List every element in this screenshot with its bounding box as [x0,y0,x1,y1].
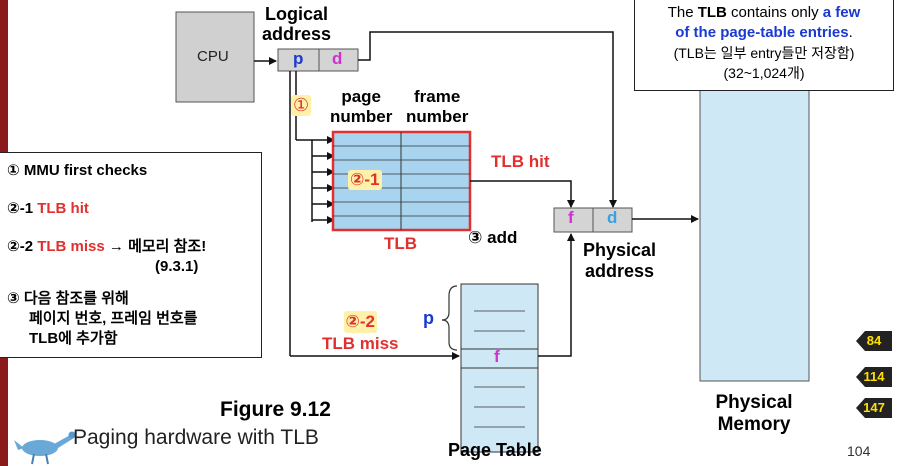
page-table [460,283,539,453]
nav-badge-114[interactable]: 114 [856,367,892,387]
step3-add-label: ③ add [468,228,518,247]
cpu-box [175,11,255,103]
physical-f: f [568,208,574,227]
nav-badge-84[interactable]: 84 [856,331,892,351]
physical-memory-label: Physical Memory [715,392,793,435]
tlb-page-number-header: page number [330,87,393,126]
page-number: 104 [847,443,871,459]
tlb-miss-label: ②-2 TLB miss [322,311,399,353]
step21-marker: ②-1 [348,170,382,190]
tlb-hit-label: TLB hit [491,152,550,171]
address-d: d [332,49,343,68]
physical-address-label: Physical address [583,240,657,281]
tlb-hit-arrow [470,180,575,208]
logical-address-label: Logical address [262,4,332,44]
steps-box: ① MMU first checks ②-1 TLB hit ②-2 TLB m… [0,152,262,358]
step1-marker: ① [291,95,312,116]
figure-title: Figure 9.12 [220,398,331,421]
page-table-p: p [423,308,434,328]
tlb-bus-arrows [312,136,335,224]
tlb-info-box: The TLB contains only a few of the page-… [634,0,894,91]
physical-d: d [607,208,618,227]
page-table-f: f [494,347,500,366]
page-table-brace [441,285,458,351]
tlb-frame-number-header: frame number [406,87,469,126]
cpu-label: CPU [197,48,229,65]
page-table-label: Page Table [448,440,542,460]
page-table-to-f-arrow [538,233,575,357]
dinosaur-logo [14,431,76,465]
logical-address-box [277,48,359,72]
tlb-label: TLB [384,234,418,253]
address-p: p [293,49,304,68]
d-route-line [358,31,617,208]
physical-memory [699,63,810,382]
figure-caption: Paging hardware with TLB [73,426,319,449]
nav-badge-147[interactable]: 147 [856,398,892,418]
